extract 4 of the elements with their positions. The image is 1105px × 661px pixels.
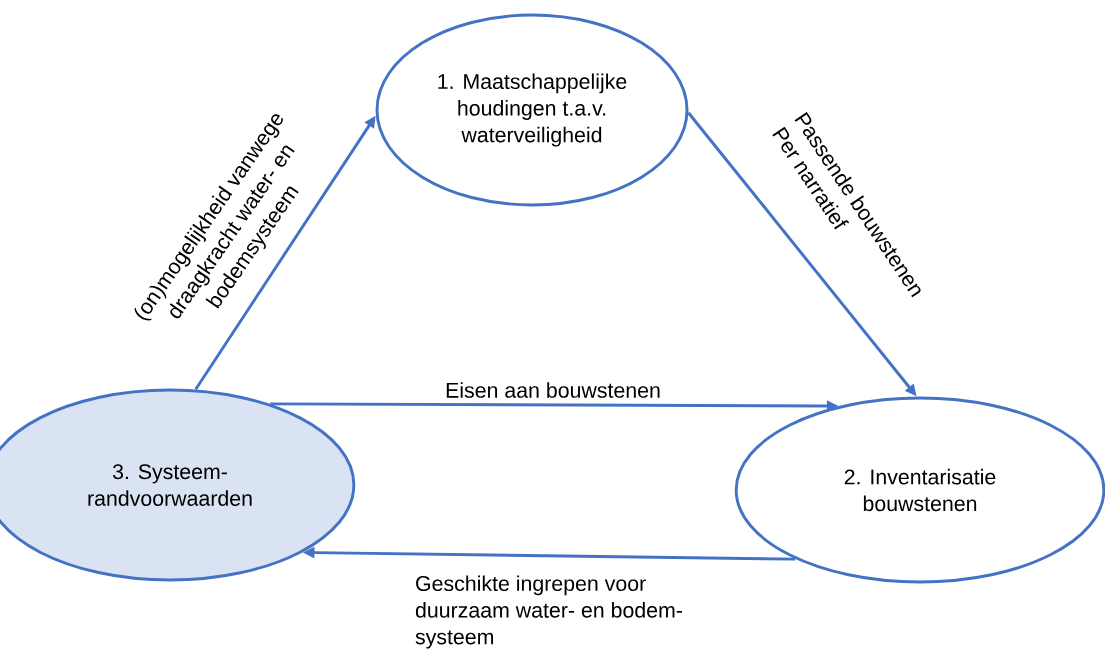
- edge-label: Eisen aan bouwstenen: [446, 382, 660, 398]
- ellipse-node: 2. Inventarisatie bouwstenen: [734, 396, 1105, 584]
- ellipse-node: 1. Maatschappelijke houdingen t.a.v. waterveiligheid: [375, 13, 689, 207]
- edge-label: Geschikte ingrepen voor duurzaam water- en bodem- systeem: [415, 575, 682, 649]
